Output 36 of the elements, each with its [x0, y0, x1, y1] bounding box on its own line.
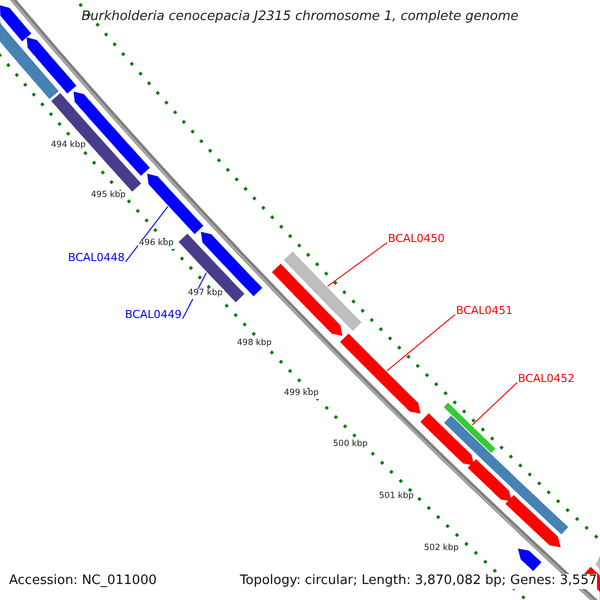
gene-bar [444, 402, 496, 454]
gene-bar [444, 415, 568, 535]
gene-label: BCAL0448 [68, 252, 125, 265]
gene-segment [518, 548, 542, 572]
gene-segment [420, 413, 474, 466]
scale-label: 496 kbp [138, 239, 175, 249]
gene-segment [26, 37, 77, 94]
footer-text: Accession: NC_011000 [9, 574, 157, 589]
gene-bar [0, 16, 59, 100]
scale-label: 494 kbp [50, 141, 87, 151]
gene-label: BCAL0452 [518, 373, 575, 386]
scale-label: 498 kbp [236, 339, 273, 349]
gene-segment [505, 494, 561, 548]
gene-label: BCAL0450 [388, 233, 445, 246]
gene-bar [284, 252, 362, 332]
scale-label: 501 kbp [378, 492, 415, 502]
leader-line [327, 242, 388, 287]
gene-segment [272, 264, 343, 336]
gene-bar [178, 233, 245, 302]
gene-segment [0, 5, 32, 42]
leader-line [472, 382, 518, 426]
gene-bar [51, 92, 142, 192]
title: Burkholderia cenocepacia J2315 chromosome 1, complete genome [81, 10, 519, 25]
gene-segment [146, 174, 204, 234]
gene-label: BCAL0451 [456, 305, 513, 318]
gene-segment [340, 333, 421, 414]
scale-label: 499 kbp [283, 389, 320, 399]
scale-label: 495 kbp [90, 191, 127, 201]
gene-segment [467, 458, 512, 502]
scale-label: 502 kbp [423, 544, 460, 554]
leader-line [125, 206, 168, 262]
footer-text: Topology: circular; Length: 3,870,082 bp; Genes: 3,557 [240, 574, 597, 589]
scale-label: 500 kbp [332, 440, 369, 450]
scale-label: 497 kbp [187, 289, 224, 299]
leader-line [386, 314, 456, 372]
gene-label: BCAL0449 [125, 309, 182, 322]
